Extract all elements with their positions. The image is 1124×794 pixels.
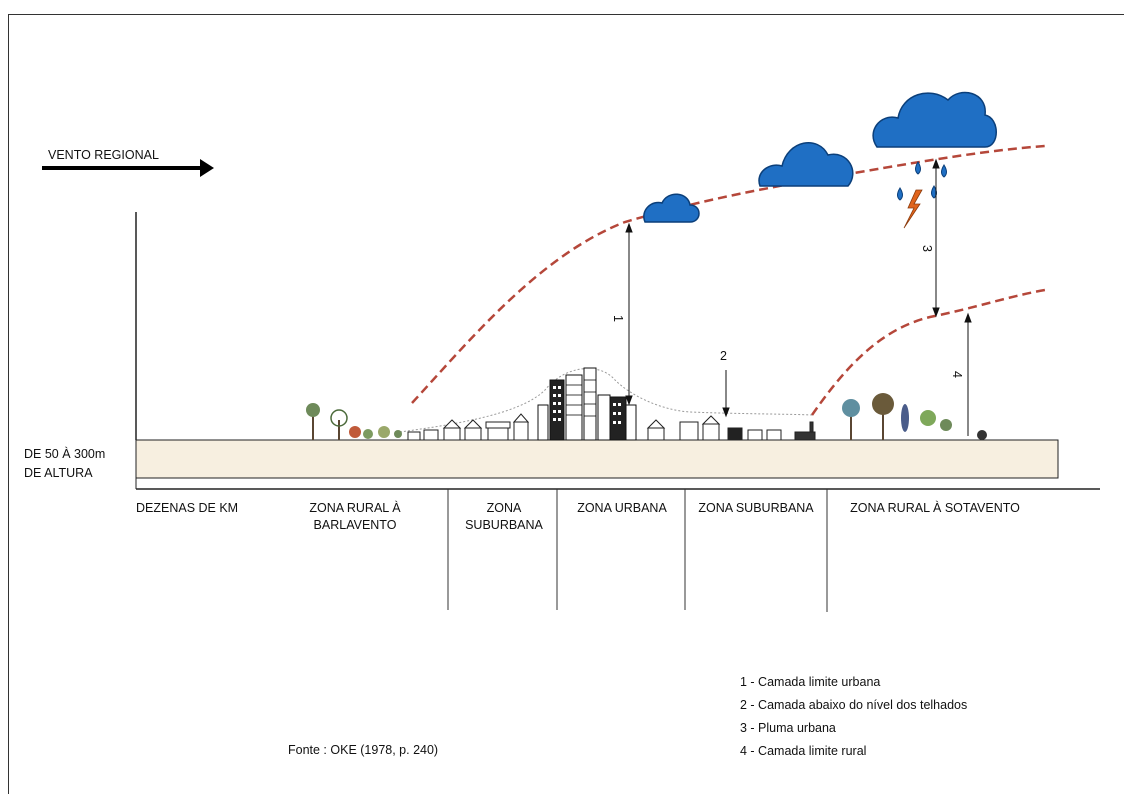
ground-layer xyxy=(135,439,1059,479)
arrow-4 xyxy=(964,312,972,436)
marker-4: 4 xyxy=(949,371,964,378)
height-label-line1: DE 50 À 300m xyxy=(24,447,106,461)
rural-boundary-layer-curve xyxy=(810,288,1046,416)
zone-dividers xyxy=(447,489,828,612)
wind-arrow-icon xyxy=(42,159,214,177)
cloud-icon-small xyxy=(643,193,700,223)
lightning-icon xyxy=(903,189,923,229)
legend: 1 - Camada limite urbana 2 - Camada abai… xyxy=(740,674,967,760)
zone-suburban-left: ZONA SUBURBANA xyxy=(452,500,556,534)
zone-rural-upwind-line2: BARLAVENTO xyxy=(313,518,397,532)
arrow-3 xyxy=(932,158,940,318)
raindrops-icon xyxy=(897,161,947,201)
marker-3: 3 xyxy=(919,245,934,252)
tree-cluster-right xyxy=(842,393,987,440)
wind-label: VENTO REGIONAL xyxy=(48,148,159,162)
cloud-icon-large xyxy=(872,91,997,148)
legend-item-2: 2 - Camada abaixo do nível dos telhados xyxy=(740,698,968,712)
source-citation: Fonte : OKE (1978, p. 240) xyxy=(288,743,439,757)
legend-item-3: 3 - Pluma urbana xyxy=(740,721,836,735)
cloud-icon-medium xyxy=(758,142,854,187)
arrow-2 xyxy=(722,370,730,418)
distance-label: DEZENAS DE KM xyxy=(136,501,239,515)
urban-boundary-layer-curve xyxy=(411,144,1046,404)
zone-rural-upwind: ZONA RURAL À BARLAVENTO xyxy=(290,500,420,534)
legend-item-1: 1 - Camada limite urbana xyxy=(740,675,881,689)
zone-suburban-right: ZONA SUBURBANA xyxy=(698,501,814,515)
marker-2: 2 xyxy=(720,349,727,363)
tree-cluster-left xyxy=(306,403,402,440)
zone-suburban-left-line1: ZONA xyxy=(486,501,522,515)
houses-left xyxy=(407,413,530,441)
urban-buildings xyxy=(537,367,637,441)
marker-1: 1 xyxy=(610,315,625,322)
zone-rural-downwind: ZONA RURAL À SOTAVENTO xyxy=(850,501,1020,515)
zone-suburban-left-line2: SUBURBANA xyxy=(465,518,543,532)
height-label-line2: DE ALTURA xyxy=(24,466,93,480)
figure-frame xyxy=(8,14,1124,794)
houses-right xyxy=(646,415,816,441)
legend-item-4: 4 - Camada limite rural xyxy=(740,744,867,758)
zone-urban: ZONA URBANA xyxy=(577,501,667,515)
urban-canopy-outline xyxy=(399,368,813,433)
arrow-1 xyxy=(625,222,633,406)
zone-rural-upwind-line1: ZONA RURAL À xyxy=(309,501,401,515)
